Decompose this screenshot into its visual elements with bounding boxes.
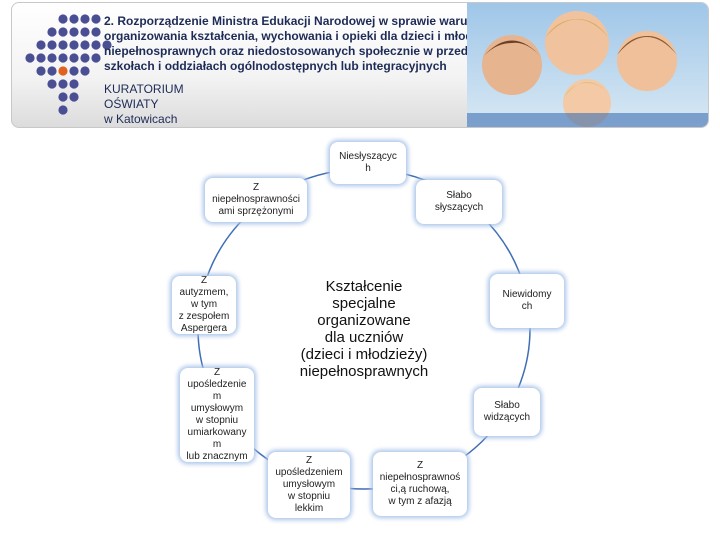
logo-dot [47,27,57,37]
children-photo-icon [467,3,708,127]
logo-dot [91,53,101,63]
org-name: KURATORIUM OŚWIATY w Katowicach [104,82,184,126]
logo-dot [58,92,68,102]
node-uposledzenie-lekkie: Z upośledzeniem umysłowym w stopniu lekk… [268,452,350,518]
logo-dot [69,79,79,89]
logo-dot [47,53,57,63]
node-sprzezone: Z niepełnosprawności ami sprzężonymi [205,178,307,222]
header-banner: 2. Rozporządzenie Ministra Edukacji Naro… [11,2,709,128]
logo-dot [80,40,90,50]
logo-dot [36,40,46,50]
logo-dot [69,53,79,63]
logo-dot [58,27,68,37]
node-autyzm: Z autyzmem, w tym z zespołem Aspergera [172,275,236,334]
node-uposledzenie-umiarkowane: Z upośledzenie m umysłowym w stopniu umi… [180,367,254,462]
logo-dot [47,66,57,76]
node-slabo-widzacych: Słabo widzących [474,388,540,436]
logo-dot [91,40,101,50]
logo-dot [25,53,35,63]
logo-dot [80,66,90,76]
node-slabo-slyszacych: Słabo słyszących [416,180,502,224]
logo-dot [36,53,46,63]
logo-dot [58,53,68,63]
logo-dot [69,66,79,76]
logo-dot [69,92,79,102]
logo-dot [58,79,68,89]
center-label: Kształcenie specjalne organizowane dla u… [299,278,429,380]
logo-dot [69,14,79,24]
node-nieslyszacych: Niesłyszącyc h [330,142,406,184]
logo-dot [69,40,79,50]
logo-dot [80,27,90,37]
logo-dot [91,14,101,24]
logo-dot [58,14,68,24]
logo-dot [47,79,57,89]
logo-dot [58,105,68,115]
kuratorium-logo-icon [25,14,112,115]
logo-dot [80,53,90,63]
logo-dot-highlight [58,66,68,76]
logo-dot [58,40,68,50]
logo-dot [80,14,90,24]
logo-dot [102,40,112,50]
logo-dot [47,40,57,50]
logo-dot [69,27,79,37]
logo-dot [91,27,101,37]
logo-dot [36,66,46,76]
node-niewidomych: Niewidomy ch [490,274,564,328]
node-niepelnosprawnosc-ruchowa: Z niepełnosprawnoś ci,ą ruchową, w tym z… [373,452,467,516]
